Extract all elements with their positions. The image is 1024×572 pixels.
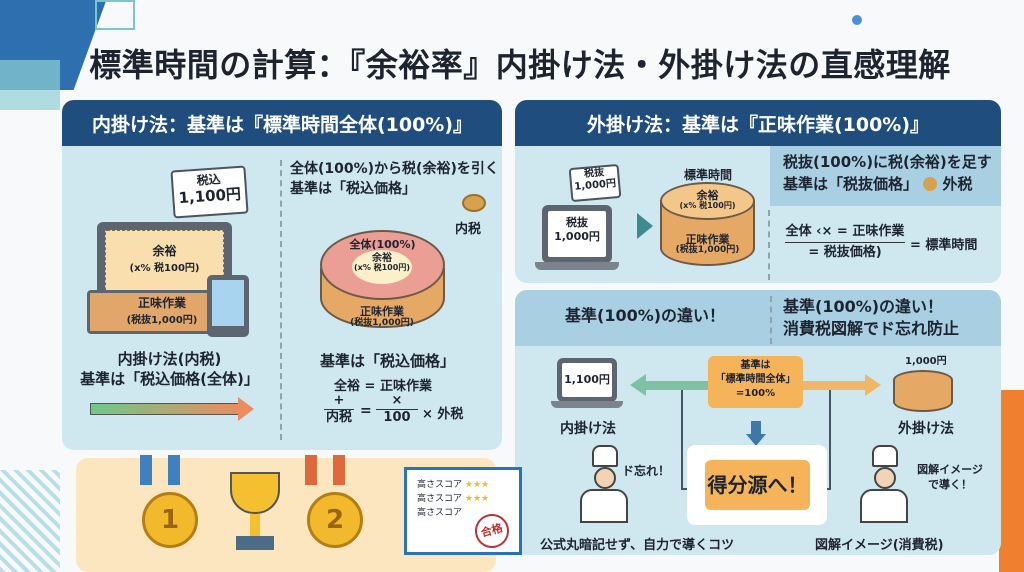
right-arrow [803,381,865,390]
ribbon [140,455,180,485]
outer-method-label: 外掛け法 [898,421,954,437]
medal-2: 2 [307,492,363,548]
certificate-row: 高さスコア [417,508,463,518]
inner-method-header: 内掛け法：基準は『標準時間全体(100%)』 [62,100,502,146]
play-arrow-icon [637,213,653,239]
medal-1: 1 [142,492,198,548]
inner-method-panel: 内掛け法：基準は『標準時間全体(100%)』 余裕 (x% 税100円) 正味作… [62,100,502,450]
laptop-net-sub: (税抜1,000円) [126,315,198,326]
certificate-row: 高さスコア ★★★ [417,494,490,504]
cake-price: 1,000円 [905,356,947,367]
tablet-icon [207,275,249,337]
divider [280,160,282,440]
outer-formula-num: 全体 ‹× = 正味作業 [785,222,905,243]
deco-stripes [0,470,60,572]
formula-inner-tax: 内税 [325,409,352,425]
bubble-forget: ド忘れ！ [622,464,671,478]
outer-heading-2: 基準は「税抜価格」 外税 [783,174,973,193]
pie-outer-label: 全体(100%) [349,238,416,251]
comparison-heading-right-1: 基準(100%)の違い！ [783,297,944,316]
certificate-row: 高さスコア ★★★ [417,480,490,490]
gradient-arrow [90,403,240,415]
formula-line1: 全裕 = 正味作業 [334,379,432,394]
cake-title: 標準時間 [683,168,732,182]
certificate: 高さスコア ★★★ 高さスコア ★★★ 高さスコア 合格 [404,467,522,555]
outer-formula-result: = 標準時間 [910,238,978,253]
laptop-illustration: 税抜 1,000円 [542,205,612,263]
deco-orange [999,390,1024,572]
comparison-heading-right-2: 消費税図解でド忘れ防止 [783,319,960,339]
laptop-illustration: 1,100円 [557,358,617,402]
laptop-net-label: 正味作業 [137,296,186,310]
goal-banner: 得分源へ！ [705,460,810,510]
coin-icon [923,176,938,191]
outer-formula-den: = 税抜価格) [808,244,882,260]
formula-100: 100 [383,409,411,425]
chef-pointing-icon [860,445,910,530]
bubble-image: 図解イメージ [917,463,983,476]
trophy-icon [230,472,280,514]
laptop-base [535,262,619,270]
divider [768,210,770,280]
outer-method-panel: 外掛け法：基準は『正味作業(100%)』 税抜 1,000円 税抜 1,000円… [515,100,1001,283]
comparison-panel: 基準(100%)の違い！ 基準(100%)の違い！ 消費税図解でド忘れ防止 1,… [515,290,1001,555]
price-tag: 税抜 1,000円 [568,163,622,203]
laptop-base [551,401,623,408]
cake-icon [893,370,953,412]
deco-dot [852,15,862,25]
price-tag: 税込 1,100円 [170,165,249,219]
left-arrow [645,381,710,390]
inner-heading-2: 基準は「税込価格」 [290,180,416,197]
deco-square [0,60,60,110]
caption-tip: 公式丸暗記せず、自力で導くコツ [540,538,735,553]
chef-thinking-icon [580,445,630,530]
page-title: 標準時間の計算：『余裕率』内掛け法・外掛け法の直感理解 [89,46,951,84]
laptop-margin-label: 余裕 [152,244,177,258]
deco-square [95,0,135,30]
ribbon [305,455,345,485]
inner-basis: 基準は「税込価格」 [320,352,456,370]
coin-icon [462,194,486,212]
inner-heading-1: 全体(100%)から税(余裕)を引く [290,161,499,177]
pie-inner-label: 余裕 [372,253,392,264]
inner-caption-basis: 基準は「税込価格(全体)」 [80,369,259,388]
comparison-heading-left: 基準(100%)の違い！ [565,306,726,325]
formula-tail: × 外税 [422,407,464,422]
outer-heading-1: 税抜(100%)に税(余裕)を足す [783,153,992,171]
outer-method-header: 外掛け法：基準は『正味作業(100%)』 [515,100,1001,146]
down-arrow [751,421,761,435]
laptop-margin-sub: (x% 税100円) [129,263,200,274]
arrow-head [238,397,254,421]
inner-tax-label: 内税 [455,222,482,237]
inner-caption-title: 内掛け法(内税) [117,350,222,368]
basis-box: 基準は 「標準時間全体」 =100% [708,356,803,408]
caption-image: 図解イメージ(消費税) [815,538,944,553]
inner-method-label: 内掛け法 [560,421,616,437]
pie-side-label: 正味作業 [360,305,404,318]
